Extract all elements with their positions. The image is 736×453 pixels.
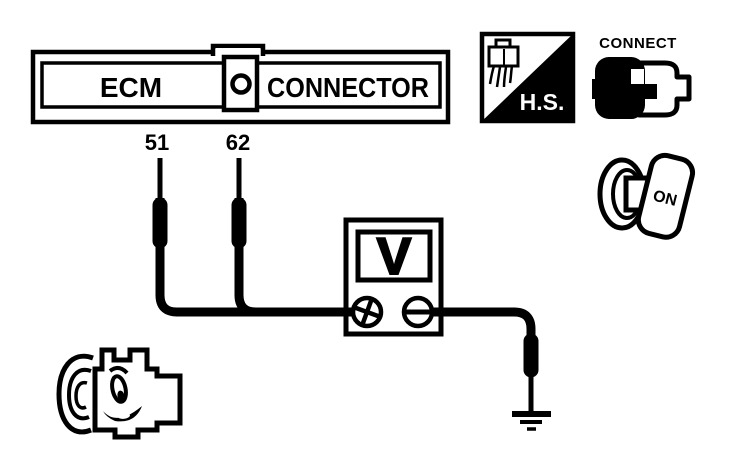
pin-51-label: 51 bbox=[145, 130, 169, 155]
harness-connector-glyph-icon bbox=[487, 38, 520, 88]
harness-side-icon: H.S. bbox=[479, 31, 576, 124]
ecm-label: ECM bbox=[100, 72, 162, 103]
ignition-on-label: ON bbox=[651, 188, 678, 210]
connector-hole-icon bbox=[230, 73, 252, 95]
probe-62 bbox=[231, 158, 362, 317]
connect-label: CONNECT bbox=[599, 35, 677, 52]
harness-side-label: H.S. bbox=[520, 89, 565, 115]
connect-icon: CONNECT bbox=[592, 35, 692, 119]
probe-51 bbox=[152, 158, 362, 317]
voltmeter-display-label: V bbox=[377, 228, 412, 286]
plus-terminal-icon bbox=[350, 295, 384, 329]
pin-62-label: 62 bbox=[226, 130, 250, 155]
ecm-connector-box: ECM CONNECTOR bbox=[30, 43, 451, 125]
mascot-connector-icon bbox=[56, 347, 183, 440]
ignition-on-icon: ON bbox=[597, 152, 696, 240]
ground-icon bbox=[512, 411, 551, 431]
ground-probe bbox=[420, 307, 539, 412]
voltmeter-display bbox=[355, 229, 433, 283]
connector-label: CONNECTOR bbox=[267, 72, 429, 103]
minus-terminal-icon bbox=[401, 295, 435, 329]
